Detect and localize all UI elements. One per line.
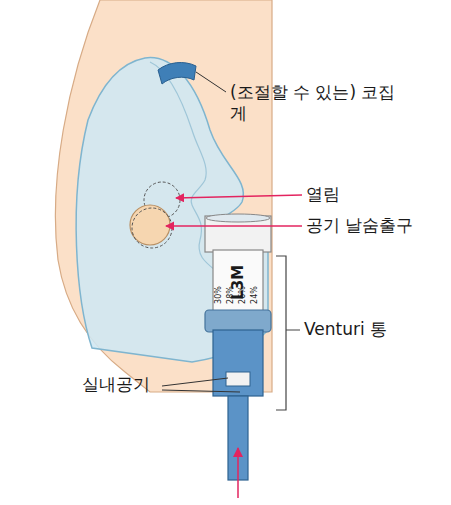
percent-marking: 30% [214, 286, 224, 304]
part-label: Venturi 통 [304, 319, 387, 340]
percent-marking: 28% [226, 286, 236, 304]
part-label: 열림 [306, 184, 340, 205]
part-label: (조절할 수 있는) 코집게 [230, 82, 400, 125]
part-label: 실내공기 [82, 374, 150, 395]
tube-top [206, 214, 270, 222]
leader-line [162, 390, 240, 392]
flow-arrow [237, 448, 239, 498]
leader-line [166, 225, 302, 226]
leader-line [162, 378, 228, 386]
tube-body [213, 250, 263, 312]
leader-line [196, 72, 226, 92]
part-label: 공기 날숨출구 [306, 215, 413, 236]
exhalation-port [130, 205, 170, 245]
air-entrainment-port [226, 372, 250, 386]
bracket [276, 256, 300, 410]
nose-clip [158, 63, 196, 84]
percent-marking: 26% [238, 286, 248, 304]
tube-collar [205, 310, 271, 332]
leader-line [176, 195, 302, 198]
tube-lower [213, 330, 263, 396]
percent-marking: 24% [250, 286, 260, 304]
port-dashed [132, 208, 172, 248]
